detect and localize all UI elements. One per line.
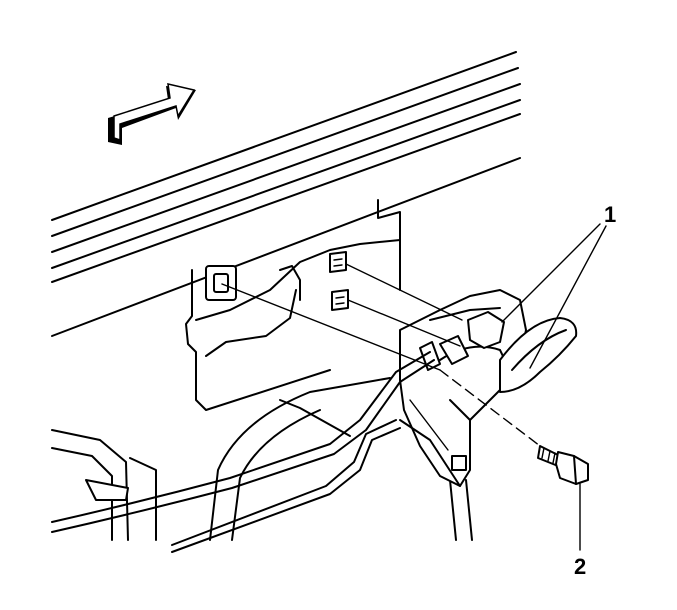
mounting-clips	[205, 251, 349, 311]
callout-1: 1	[604, 202, 616, 227]
arrow-forward-icon	[108, 83, 196, 145]
alignment-lines	[221, 263, 549, 453]
actuator-rods	[51, 351, 461, 553]
callout-2: 2	[574, 554, 586, 579]
door-frame-rails	[51, 51, 521, 337]
handle-housing	[399, 289, 578, 487]
inner-door-panel	[185, 199, 473, 541]
bolt	[537, 445, 589, 485]
left-bracket	[51, 429, 157, 541]
callout-leaders	[501, 223, 607, 551]
